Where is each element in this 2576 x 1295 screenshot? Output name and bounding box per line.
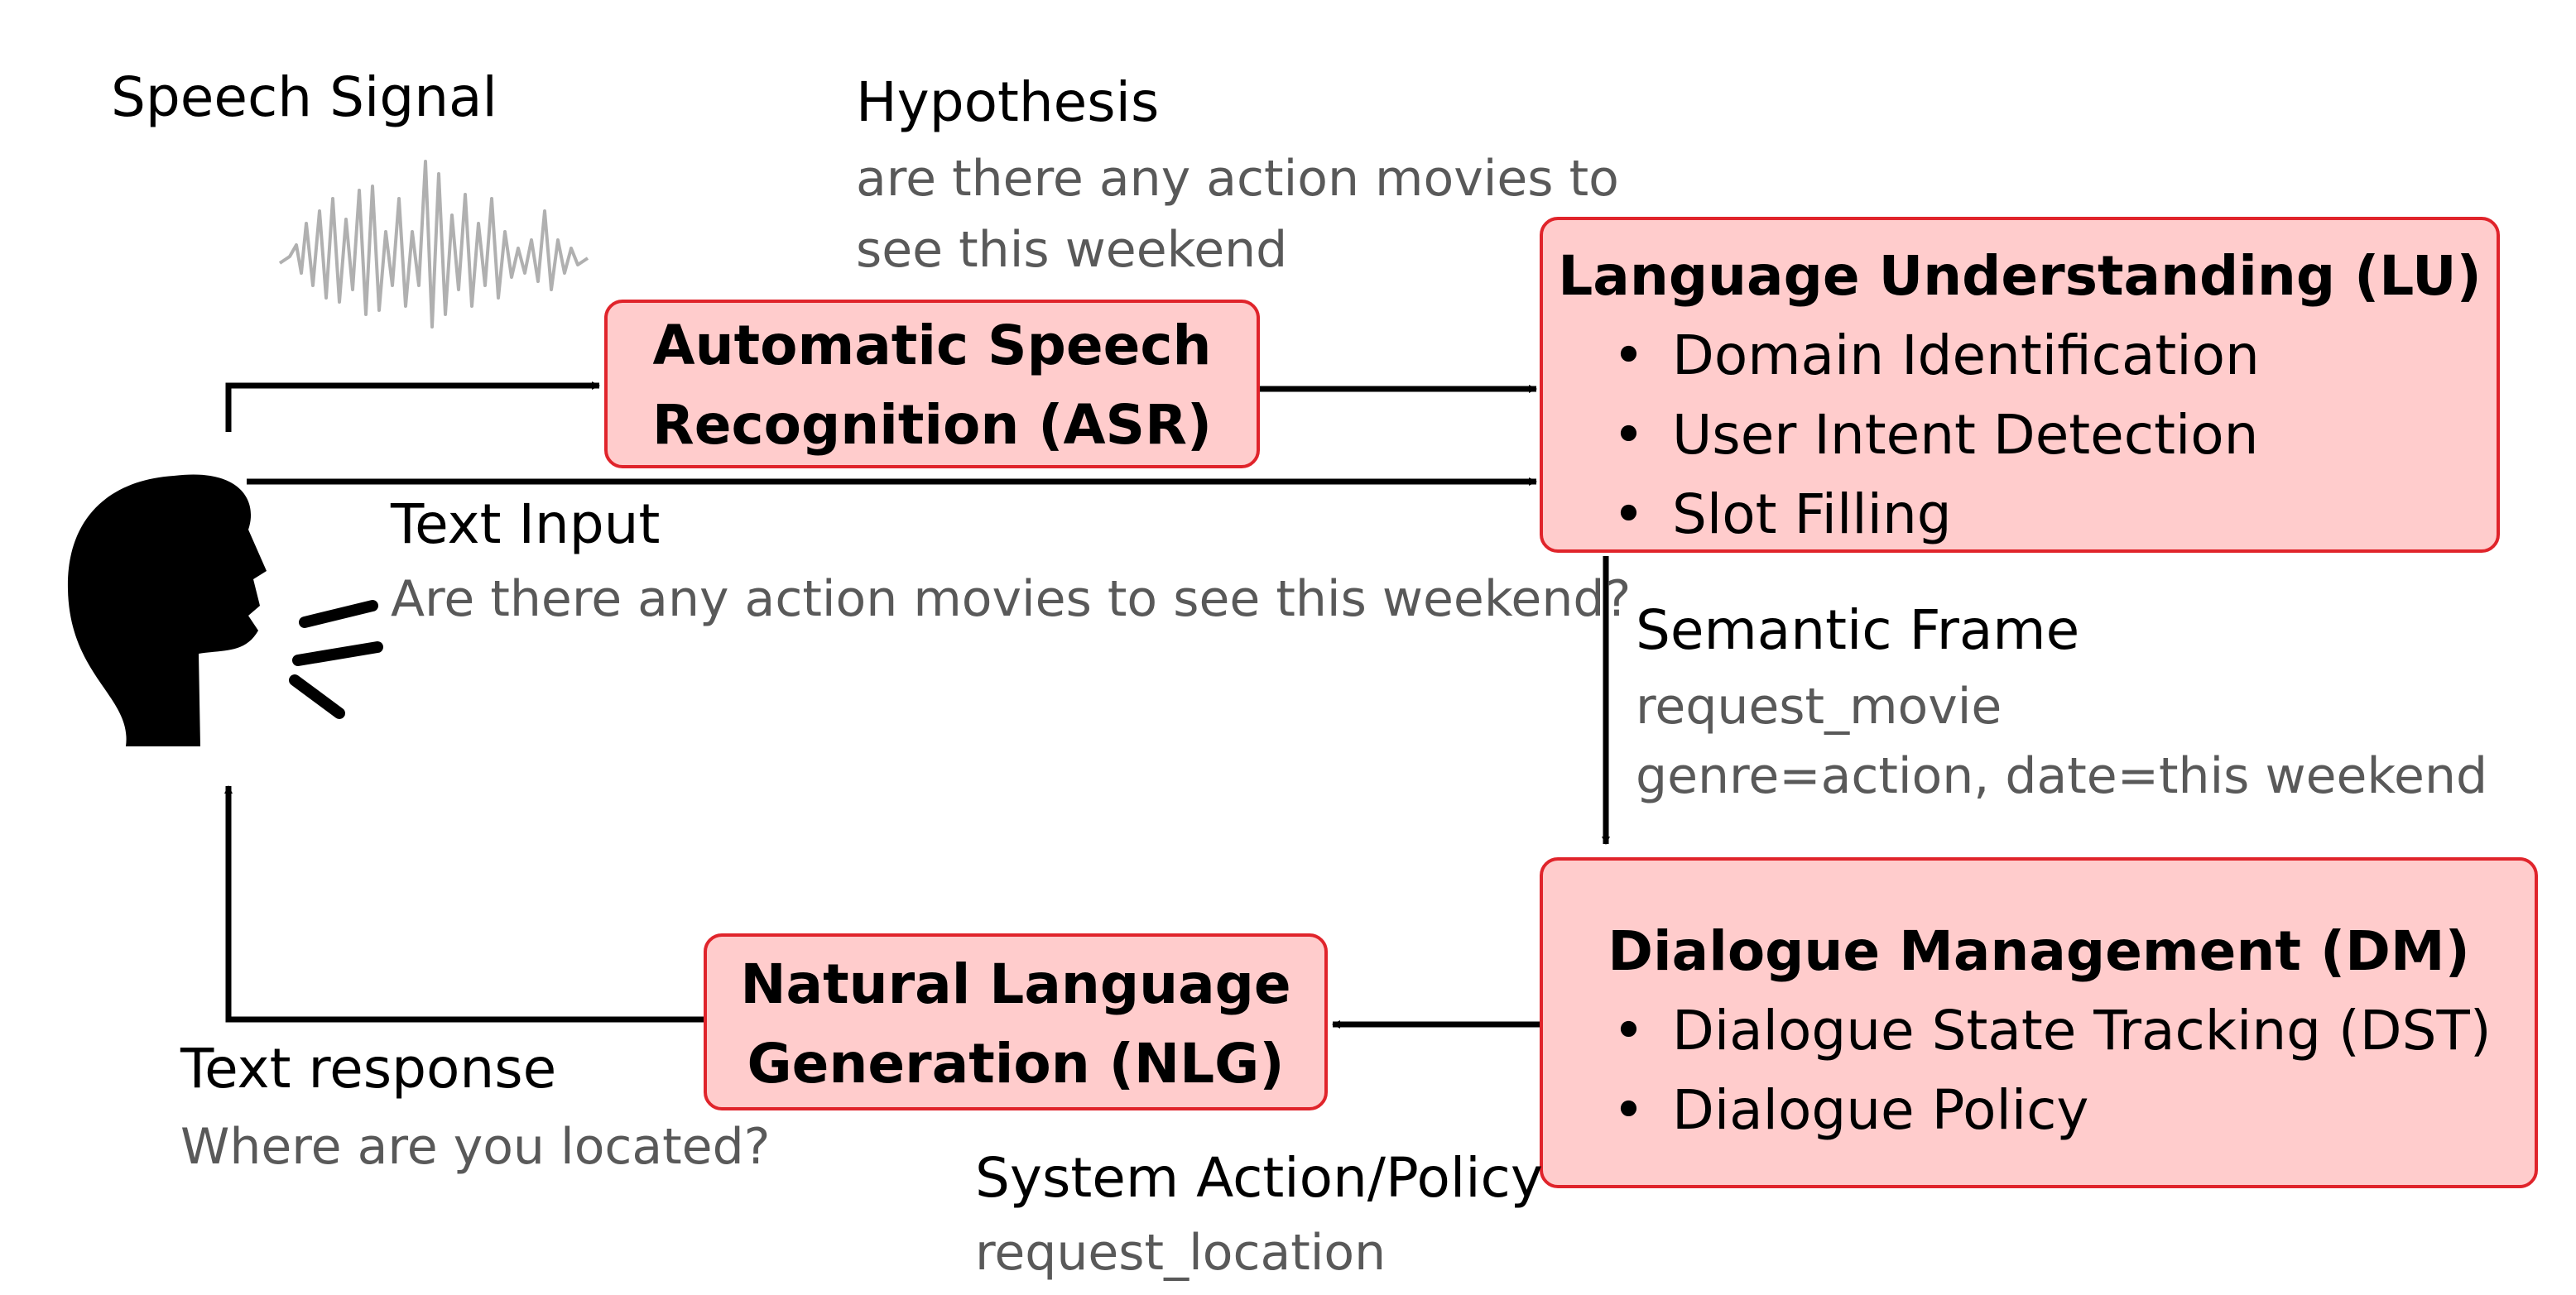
dm-item: • Dialogue State Tracking (DST) [1543,991,2535,1071]
bullet: • [1612,1078,1645,1142]
dm-list: • Dialogue State Tracking (DST) • Dialogue… [1543,991,2535,1150]
hypothesis-line2: see this weekend [856,221,1288,279]
speech-waveform-icon [278,160,589,329]
text-input-label: Text Input [391,492,661,556]
hypothesis-line1: are there any action movies to [856,150,1619,208]
nlg-box: Natural Language Generation (NLG) [704,933,1328,1110]
dm-item-label: Dialogue State Tracking (DST) [1672,999,2492,1062]
arrow-nlg-to-user [224,785,704,1023]
arrow-speech-to-asr [225,381,600,432]
lu-box: Language Understanding (LU) • Domain Iden… [1540,217,2500,553]
system-action-label: System Action/Policy [975,1146,1543,1210]
hypothesis-label: Hypothesis [856,70,1160,134]
dm-item-label: Dialogue Policy [1672,1078,2089,1142]
semantic-frame-label: Semantic Frame [1636,598,2080,662]
bullet: • [1612,482,1645,546]
lu-item: • Domain Identification [1543,316,2497,396]
lu-item-label: Domain Identification [1672,324,2260,387]
speech-signal-label: Speech Signal [111,65,497,129]
text-input-text: Are there any action movies to see this … [391,570,1632,628]
dm-title: Dialogue Management (DM) [1608,919,2470,983]
speaking-head-icon [67,474,383,746]
asr-title-line1: Automatic Speech [652,314,1212,377]
semantic-frame-line2: genre=action, date=this weekend [1636,747,2488,805]
asr-title-line2: Recognition (ASR) [651,393,1213,457]
lu-title: Language Understanding (LU) [1558,244,2482,308]
semantic-frame-line1: request_movie [1636,678,2002,736]
dm-item: • Dialogue Policy [1543,1071,2535,1150]
lu-item-label: User Intent Detection [1672,403,2259,467]
asr-box: Automatic Speech Recognition (ASR) [604,300,1260,468]
lu-list: • Domain Identification • User Intent Dete… [1543,316,2497,554]
text-response-text: Where are you located? [180,1118,771,1176]
nlg-title-line1: Natural Language [740,952,1291,1016]
dm-box: Dialogue Management (DM) • Dialogue State… [1540,857,2538,1188]
text-response-label: Text response [180,1037,557,1101]
lu-item-label: Slot Filling [1672,482,1952,546]
bullet: • [1612,324,1645,387]
bullet: • [1612,999,1645,1062]
lu-item: • Slot Filling [1543,475,2497,554]
lu-item: • User Intent Detection [1543,396,2497,475]
system-action-text: request_location [975,1224,1387,1282]
nlg-title-line2: Generation (NLG) [747,1032,1285,1096]
bullet: • [1612,403,1645,467]
